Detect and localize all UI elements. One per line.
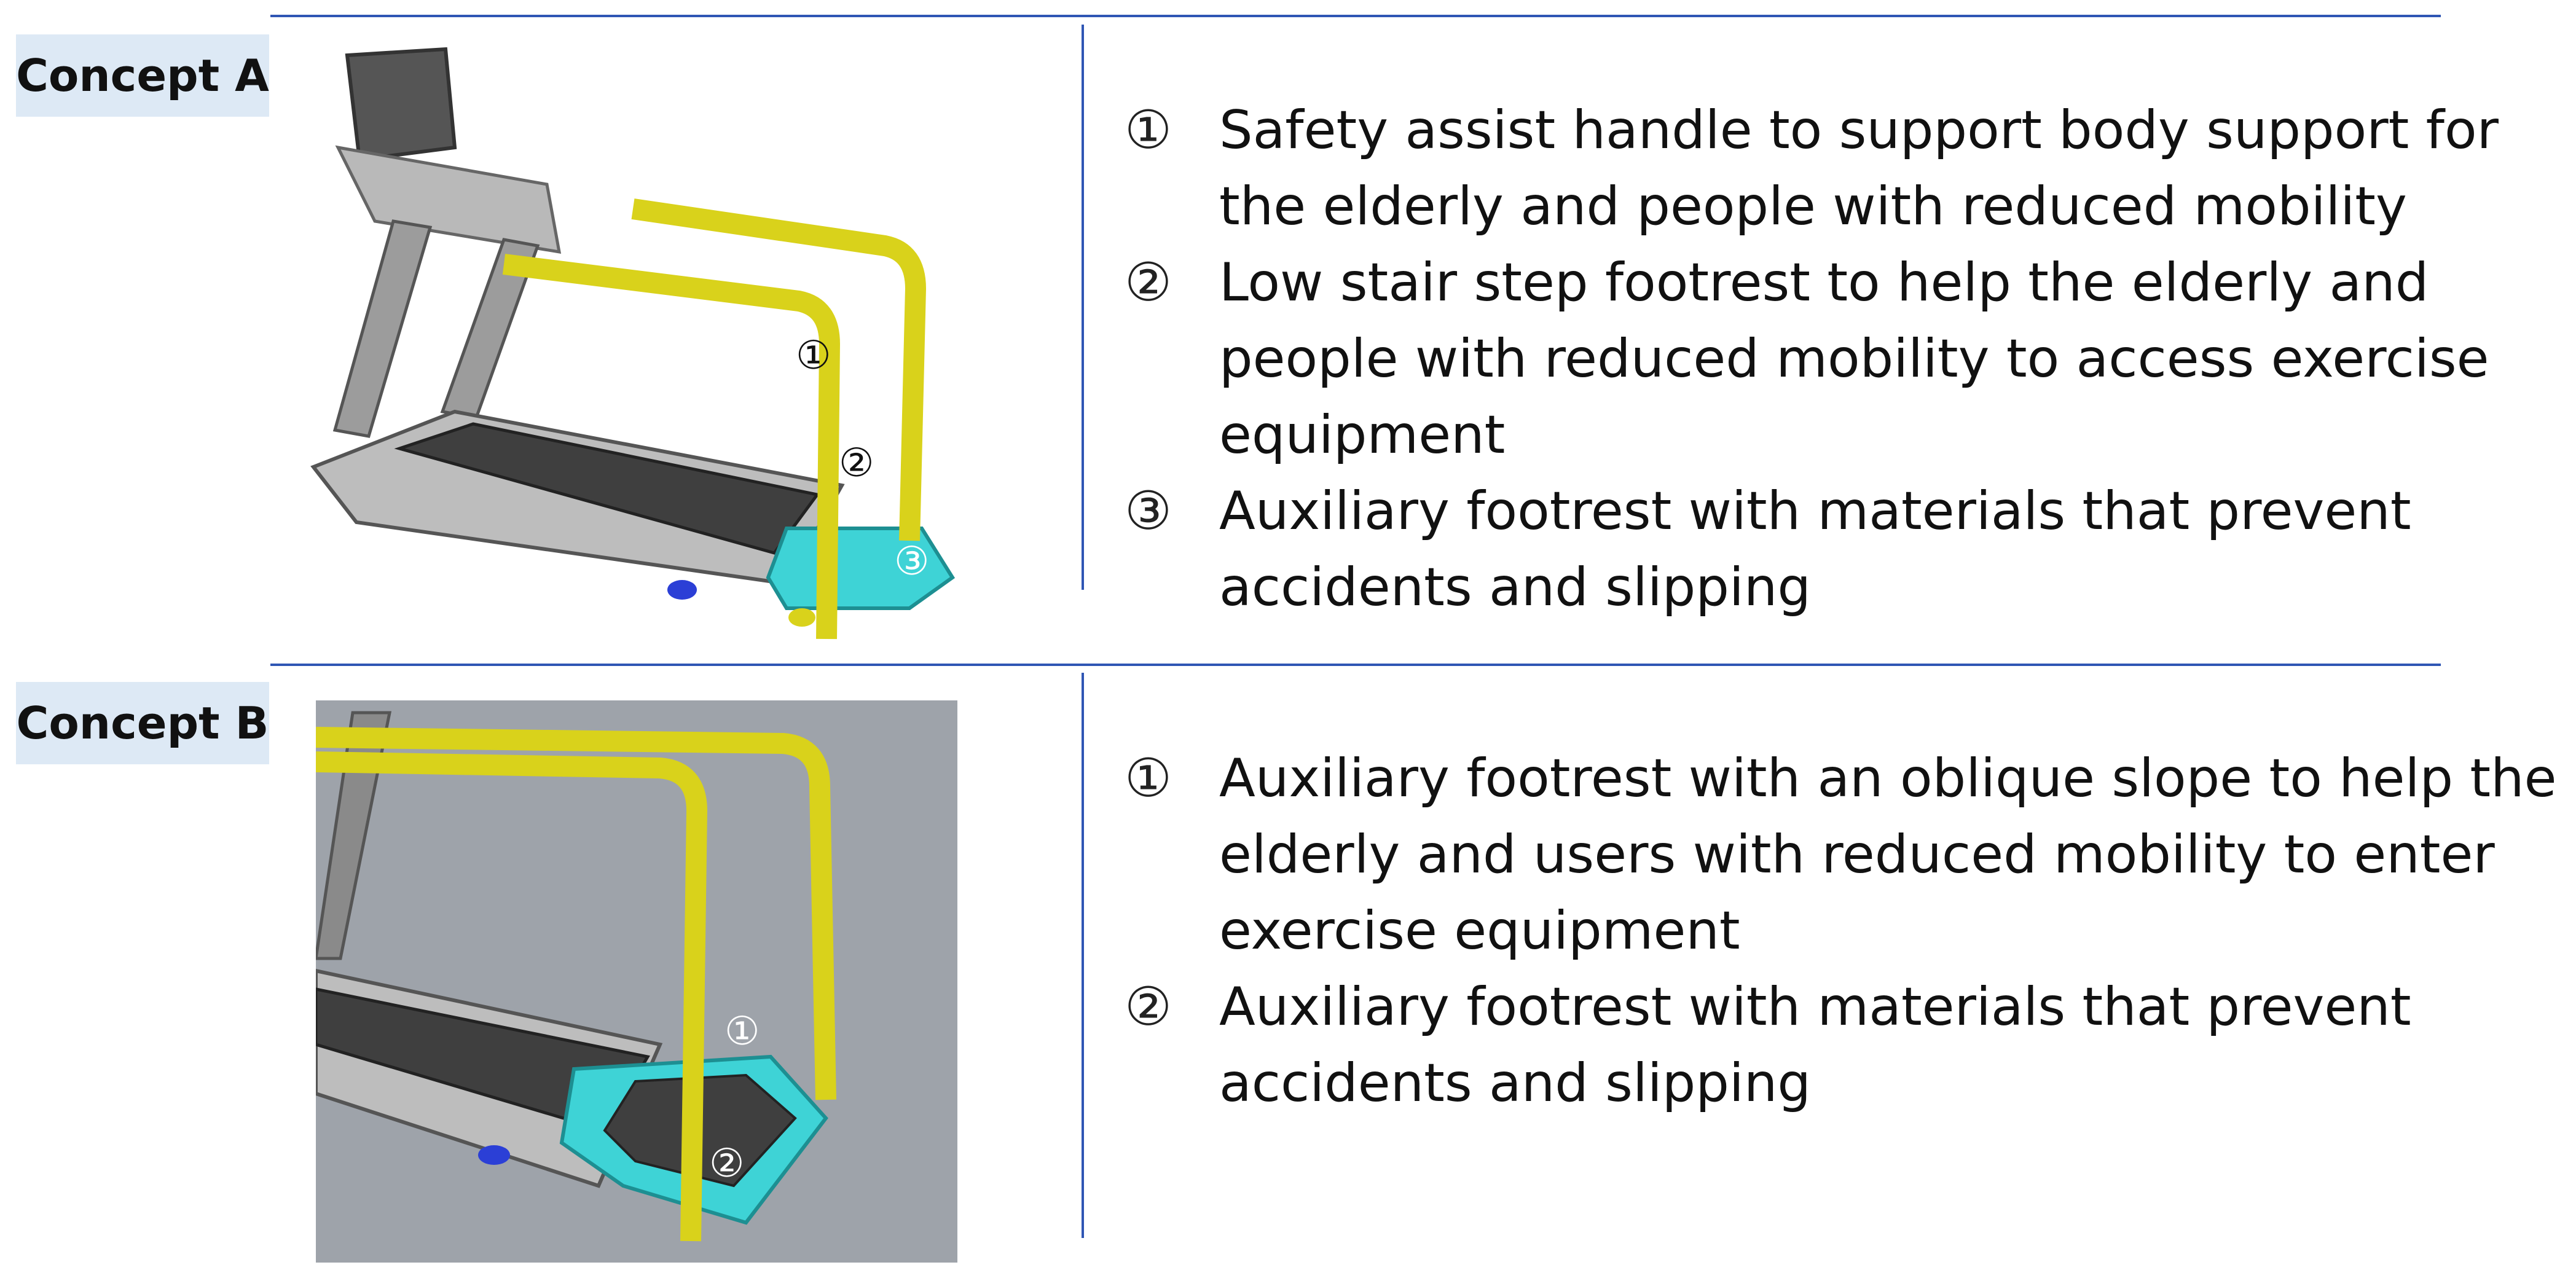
divider-top-a: [270, 15, 2441, 17]
item-number: ①: [1125, 748, 1172, 809]
callout-a-1: ①: [796, 333, 831, 378]
list-item: ② Auxiliary footrest with materials that…: [1125, 969, 2562, 1121]
item-number: ①: [1125, 100, 1172, 161]
divider-top-b: [270, 664, 2441, 666]
concept-b-label: Concept B: [16, 682, 269, 764]
concept-a-treadmill-figure: ① ② ③: [301, 43, 1002, 651]
item-text: Safety assist handle to support body sup…: [1219, 100, 2499, 237]
list-item: ③ Auxiliary footrest with materials that…: [1125, 473, 2562, 625]
list-item: ② Low stair step footrest to help the el…: [1125, 245, 2562, 473]
yellow-foot: [788, 608, 815, 627]
item-text: Auxiliary footrest with materials that p…: [1219, 480, 2411, 618]
handle-front: [502, 254, 840, 640]
footrest-box: [766, 527, 956, 610]
concept-a-svg: ① ② ③: [310, 47, 956, 640]
callout-a-3: ③: [894, 539, 929, 584]
callout-a-2: ②: [839, 441, 874, 486]
item-text: Auxiliary footrest with materials that p…: [1219, 976, 2411, 1114]
item-number: ②: [1125, 976, 1172, 1038]
concept-b-svg: ① ②: [316, 711, 836, 1242]
handle-rear: [631, 198, 926, 541]
callout-b-1: ①: [724, 1009, 760, 1054]
list-item: ① Safety assist handle to support body s…: [1125, 92, 2562, 245]
concept-b-feature-list: ① Auxiliary footrest with an oblique slo…: [1125, 740, 2562, 1121]
item-number: ③: [1125, 480, 1172, 542]
concept-a-label: Concept A: [16, 34, 269, 117]
blue-foot: [478, 1145, 510, 1165]
handle-rear: [316, 727, 836, 1100]
treadmill-belt: [394, 422, 820, 555]
item-number: ②: [1125, 252, 1172, 313]
concept-b-treadmill-figure: ① ②: [316, 700, 957, 1263]
blue-foot: [667, 580, 697, 600]
divider-vertical-a: [1082, 25, 1084, 590]
callout-b-2: ②: [709, 1141, 744, 1186]
console-screen: [345, 47, 457, 162]
console-arm: [335, 145, 562, 254]
list-item: ① Auxiliary footrest with an oblique slo…: [1125, 740, 2562, 969]
item-text: Auxiliary footrest with an oblique slope…: [1219, 748, 2557, 962]
handle-front: [316, 751, 707, 1242]
upright: [316, 711, 392, 960]
upright-left: [332, 219, 433, 438]
concept-a-feature-list: ① Safety assist handle to support body s…: [1125, 92, 2562, 625]
item-text: Low stair step footrest to help the elde…: [1219, 252, 2489, 466]
divider-vertical-b: [1082, 673, 1084, 1238]
